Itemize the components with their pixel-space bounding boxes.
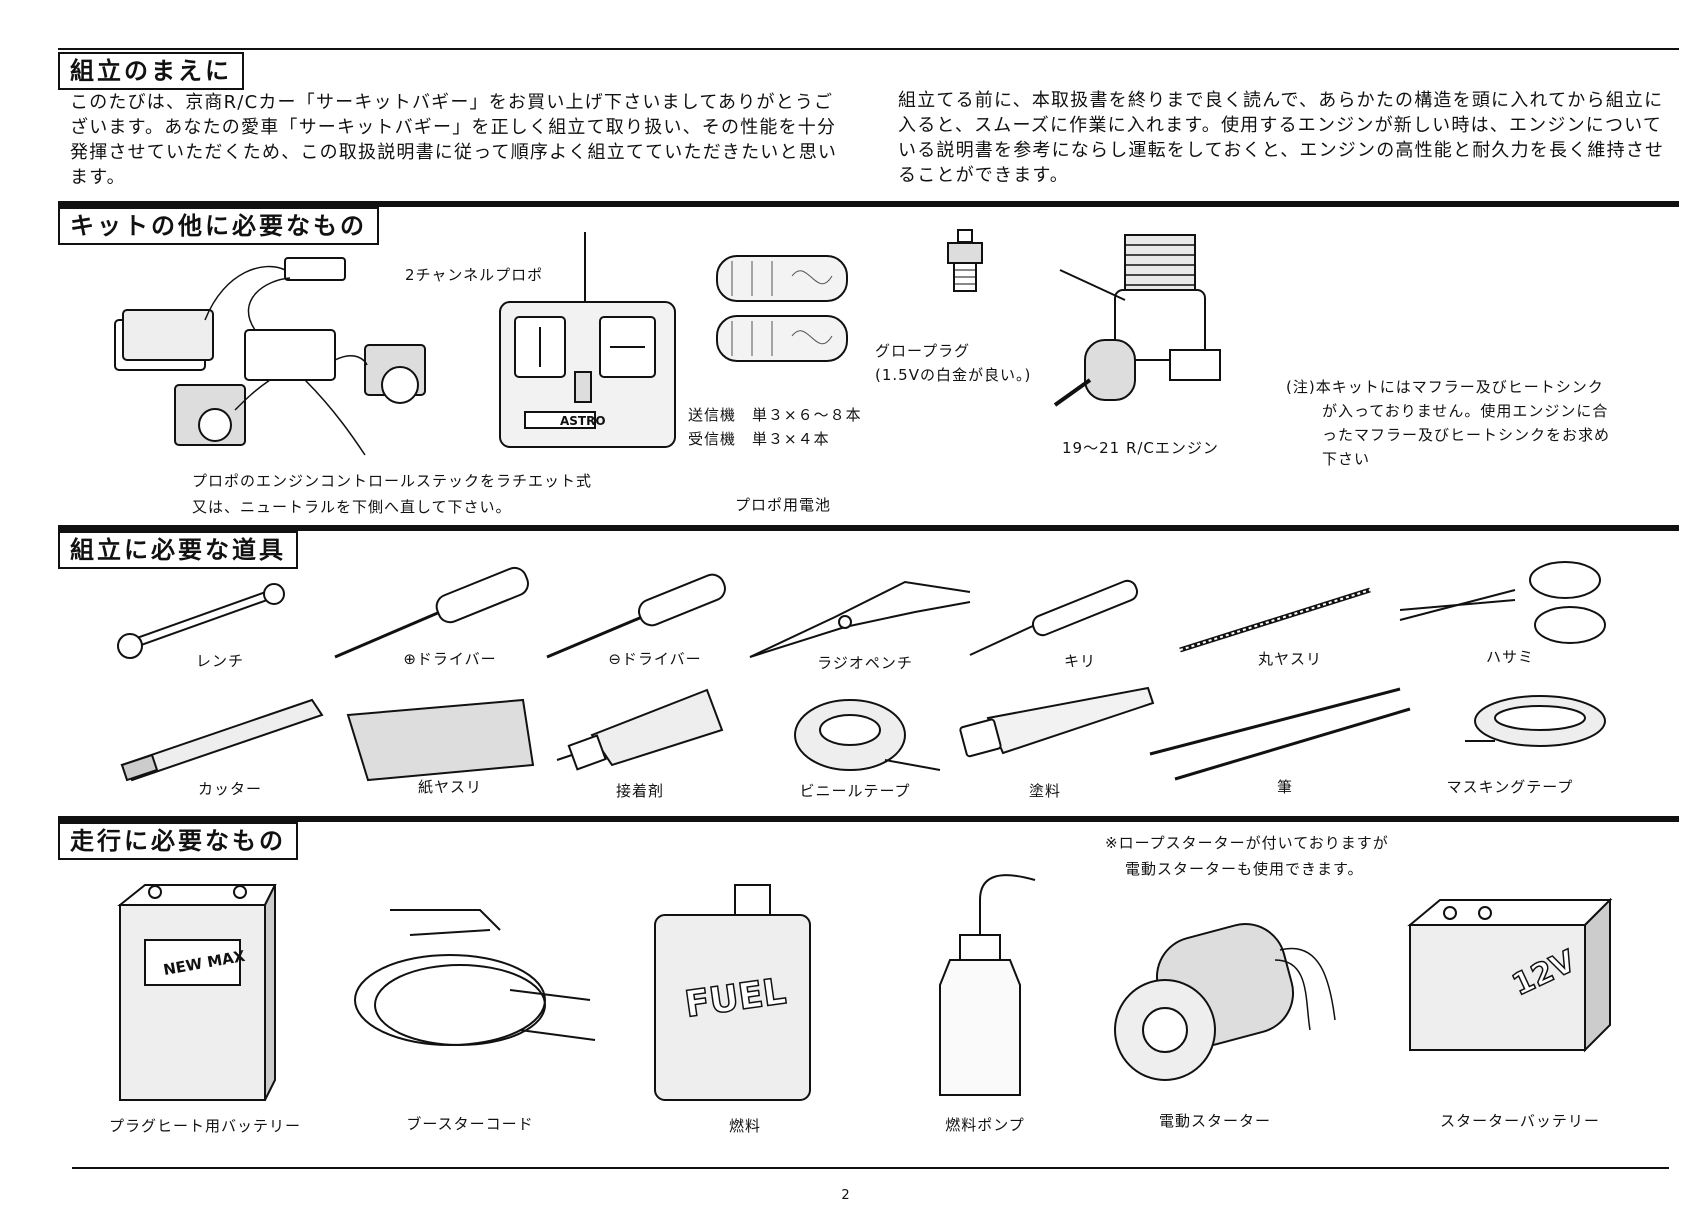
tool-label-glue: 接着剤 xyxy=(615,782,664,800)
brushes-illustration xyxy=(1145,684,1415,784)
battery-rx-text: 受信機 単３×４本 xyxy=(688,430,830,448)
radio-receiver-servos-illustration xyxy=(105,250,485,460)
item-label-booster-cord: ブースターコード xyxy=(406,1115,534,1133)
glow-plug-illustration xyxy=(940,228,990,298)
tool-label-round-file: 丸ヤスリ xyxy=(1257,650,1322,668)
starter-note-line1: ※ロープスターターが付いておりますが xyxy=(1105,834,1389,852)
radio-note-line1: プロポのエンジンコントロールステックをラチエット式 xyxy=(192,472,593,490)
paint-tube-illustration xyxy=(958,678,1158,768)
page-number: 2 xyxy=(841,1188,850,1203)
radio-label: 2チャンネルプロポ xyxy=(405,266,544,284)
section-rule-2 xyxy=(58,201,1679,207)
section-heading-tools: 組立に必要な道具 xyxy=(58,531,298,569)
tool-label-masking-tape: マスキングテープ xyxy=(1446,778,1574,796)
round-file-illustration xyxy=(1175,585,1375,655)
batteries-illustration xyxy=(712,246,862,386)
plug-heat-battery-illustration: NEW MAX xyxy=(115,880,280,1105)
muffler-note-line4: 下さい xyxy=(1322,450,1371,468)
muffler-note-line2: が入っておりません。使用エンジンに合 xyxy=(1322,402,1609,420)
sandpaper-illustration xyxy=(338,695,538,785)
tool-label-pliers: ラジオペンチ xyxy=(817,654,913,672)
section-rule-4 xyxy=(58,816,1679,822)
tool-label-wrench: レンチ xyxy=(195,652,244,670)
item-label-starter-battery: スターターバッテリー xyxy=(1440,1112,1600,1130)
tool-label-paint: 塗料 xyxy=(1028,782,1061,800)
phillips-screwdriver-illustration xyxy=(330,572,540,662)
tool-label-phillips: ⊕ドライバー xyxy=(403,650,497,668)
flat-screwdriver-illustration xyxy=(542,572,732,662)
tool-label-sandpaper: 紙ヤスリ xyxy=(417,778,482,796)
item-label-electric-starter: 電動スターター xyxy=(1158,1112,1271,1130)
section-heading-other-required: キットの他に必要なもの xyxy=(58,207,379,245)
cutter-illustration xyxy=(112,690,332,785)
masking-tape-illustration xyxy=(1455,686,1615,766)
tool-label-scissors: ハサミ xyxy=(1485,648,1534,666)
tool-label-cutter: カッター xyxy=(197,780,262,798)
tool-label-brush: 筆 xyxy=(1276,778,1293,796)
muffler-note-line3: ったマフラー及びヒートシンクをお求め xyxy=(1322,426,1611,444)
footer-rule xyxy=(72,1167,1669,1169)
awl-illustration xyxy=(965,580,1145,660)
pliers-illustration xyxy=(745,572,975,662)
battery-label: プロポ用電池 xyxy=(735,496,832,514)
svg-text:ASTRO: ASTRO xyxy=(560,414,606,428)
scissors-illustration xyxy=(1395,555,1610,655)
tool-label-awl: キリ xyxy=(1063,652,1096,670)
electric-starter-illustration xyxy=(1110,900,1350,1090)
section-heading-running: 走行に必要なもの xyxy=(58,822,298,860)
item-label-fuel: 燃料 xyxy=(728,1117,761,1135)
booster-cord-illustration xyxy=(350,890,610,1080)
glow-plug-label: グロープラグ xyxy=(875,342,971,360)
item-label-fuel-pump: 燃料ポンプ xyxy=(945,1116,1025,1134)
intro-paragraph-left: このたびは、京商R/Cカー「サーキットバギー」をお買い上げ下さいましてありがとう… xyxy=(70,92,838,188)
item-label-plug-heat-battery: プラグヒート用バッテリー xyxy=(108,1117,301,1135)
glue-tube-illustration xyxy=(552,685,727,775)
fuel-can-illustration: FUEL xyxy=(650,880,820,1105)
vinyl-tape-illustration xyxy=(785,690,945,785)
glow-plug-note: (1.5Vの白金が良い。) xyxy=(875,366,1032,384)
battery-tx-text: 送信機 単３×６～８本 xyxy=(688,406,862,424)
starter-note-line2: 電動スターターも使用できます。 xyxy=(1125,860,1364,878)
engine-label: 19～21 R/Cエンジン xyxy=(1062,439,1219,457)
intro-paragraph-right: 組立てる前に、本取扱書を終りまで良く読んで、あらかたの構造を頭に入れてから組立に… xyxy=(898,90,1665,186)
fuel-pump-bottle-illustration xyxy=(920,865,1040,1105)
radio-note-line2: 又は、ニュートラルを下側へ直して下さい。 xyxy=(192,498,512,516)
muffler-note-line1: (注)本キットにはマフラー及びヒートシンク xyxy=(1286,378,1604,396)
section-rule-3 xyxy=(58,525,1679,531)
starter-battery-illustration: 12V xyxy=(1400,895,1620,1055)
wrench-illustration xyxy=(112,584,292,664)
tool-label-vinyl-tape: ビニールテープ xyxy=(799,782,911,800)
section-rule-1 xyxy=(58,48,1679,50)
section-heading-before-assembly: 組立のまえに xyxy=(58,52,244,90)
transmitter-illustration: ASTRO xyxy=(495,232,685,452)
tool-label-flat: ⊖ドライバー xyxy=(608,650,702,668)
engine-illustration xyxy=(1050,220,1240,430)
